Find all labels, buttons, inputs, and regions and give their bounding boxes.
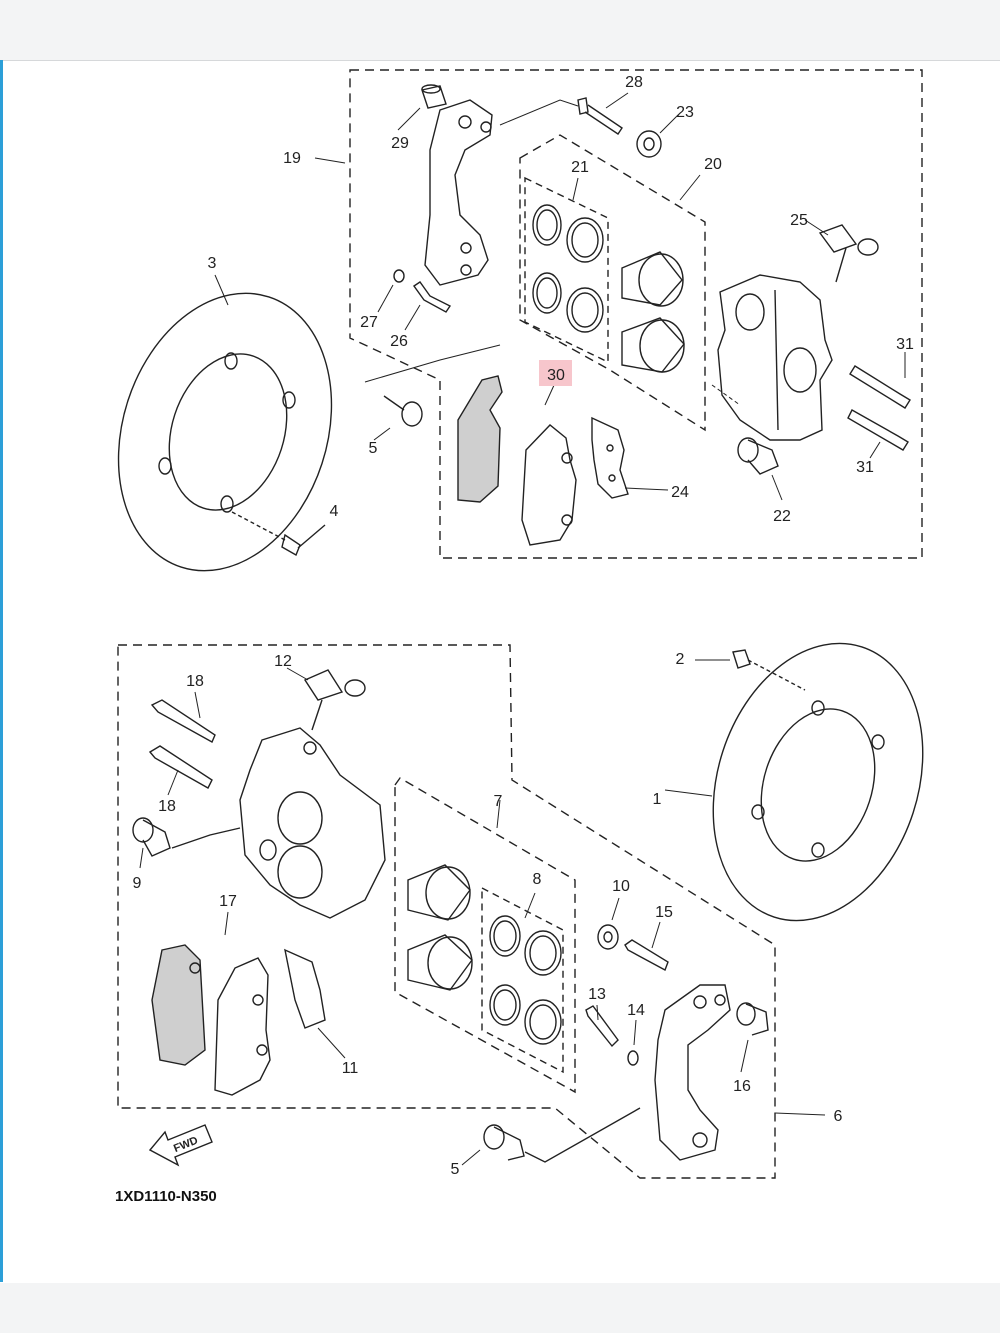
label-31-bottom: 31 bbox=[856, 459, 874, 476]
label-13: 13 bbox=[588, 986, 606, 1003]
diagram-sheet bbox=[0, 60, 1000, 1283]
label-31-top: 31 bbox=[896, 336, 914, 353]
label-20: 20 bbox=[704, 156, 722, 173]
assembly-7-boundary bbox=[394, 777, 576, 1094]
label-25: 25 bbox=[790, 212, 808, 229]
label-28: 28 bbox=[625, 74, 643, 91]
label-8: 8 bbox=[533, 871, 542, 888]
label-18-bottom: 18 bbox=[158, 798, 176, 815]
bolt-15 bbox=[624, 939, 669, 971]
label-11: 11 bbox=[342, 1060, 359, 1077]
label-24: 24 bbox=[671, 484, 689, 501]
label-16: 16 bbox=[733, 1078, 751, 1095]
label-30: 30 bbox=[547, 367, 565, 384]
bolt-22 bbox=[737, 437, 779, 475]
rotor-3 bbox=[117, 292, 333, 572]
caliper-body-rear bbox=[717, 274, 833, 441]
bolt-9 bbox=[132, 817, 241, 857]
pins-31 bbox=[847, 365, 911, 451]
label-19: 19 bbox=[283, 150, 301, 167]
diagram-code: 1XD1110-N350 bbox=[115, 1188, 217, 1205]
label-1: 1 bbox=[653, 791, 662, 808]
washer-14 bbox=[627, 1050, 639, 1066]
label-21: 21 bbox=[571, 159, 589, 176]
part-30-highlight bbox=[539, 360, 572, 386]
bolt-28 bbox=[577, 97, 623, 135]
label-9: 9 bbox=[133, 875, 142, 892]
forward-arrow-icon: FWD bbox=[148, 1124, 213, 1167]
label-12: 12 bbox=[274, 653, 292, 670]
brake-pads-30 bbox=[457, 375, 577, 546]
label-17: 17 bbox=[219, 893, 237, 910]
label-3: 3 bbox=[208, 255, 217, 272]
bolt-16 bbox=[736, 1002, 769, 1036]
bolt-4 bbox=[231, 511, 326, 557]
leader-lines-bottom bbox=[139, 659, 826, 1166]
nut-10 bbox=[597, 924, 619, 950]
bolt-2 bbox=[732, 649, 806, 691]
label-27: 27 bbox=[360, 314, 378, 331]
bolt-5-top bbox=[383, 395, 423, 427]
rotor-1 bbox=[712, 642, 924, 922]
label-22: 22 bbox=[773, 508, 791, 525]
caliper-bracket-6 bbox=[654, 984, 731, 1161]
nut-23 bbox=[636, 130, 662, 158]
seals-8 bbox=[481, 886, 564, 1074]
label-10: 10 bbox=[612, 878, 630, 895]
leader-lines-top bbox=[214, 92, 906, 501]
bleeder-12 bbox=[303, 669, 366, 731]
label-7: 7 bbox=[494, 793, 503, 810]
label-15: 15 bbox=[655, 904, 673, 921]
pistons-20 bbox=[621, 251, 685, 373]
brake-pads-17 bbox=[151, 944, 271, 1096]
assembly-front-boundary bbox=[117, 644, 776, 1179]
bolt-13 bbox=[585, 1005, 619, 1048]
pins-18 bbox=[148, 699, 216, 789]
label-18-top: 18 bbox=[186, 673, 204, 690]
pad-spring-24 bbox=[591, 416, 629, 499]
assembly-21-boundary bbox=[524, 176, 609, 364]
assembly-19-boundary bbox=[349, 69, 923, 559]
washer-27 bbox=[393, 269, 405, 283]
caliper-body-front bbox=[239, 727, 386, 919]
bleeder-25 bbox=[818, 224, 879, 283]
pad-spring-11 bbox=[284, 948, 326, 1029]
pin-29 bbox=[421, 84, 447, 109]
label-26: 26 bbox=[390, 333, 408, 350]
assembly-20-boundary bbox=[519, 134, 706, 432]
bolt-5-bottom bbox=[483, 1107, 641, 1163]
label-2: 2 bbox=[676, 651, 685, 668]
label-6: 6 bbox=[834, 1108, 843, 1125]
bolt-26 bbox=[413, 281, 452, 313]
window-top-area bbox=[0, 0, 1000, 60]
seals-21 bbox=[532, 204, 604, 333]
label-14: 14 bbox=[627, 1002, 645, 1019]
pistons-front bbox=[407, 864, 473, 991]
label-5-top: 5 bbox=[369, 440, 378, 457]
label-23: 23 bbox=[676, 104, 694, 121]
accent-bar bbox=[0, 60, 3, 1282]
label-4: 4 bbox=[330, 503, 339, 520]
caliper-bracket bbox=[424, 99, 493, 286]
label-5-bottom: 5 bbox=[451, 1161, 460, 1178]
label-29: 29 bbox=[391, 135, 409, 152]
